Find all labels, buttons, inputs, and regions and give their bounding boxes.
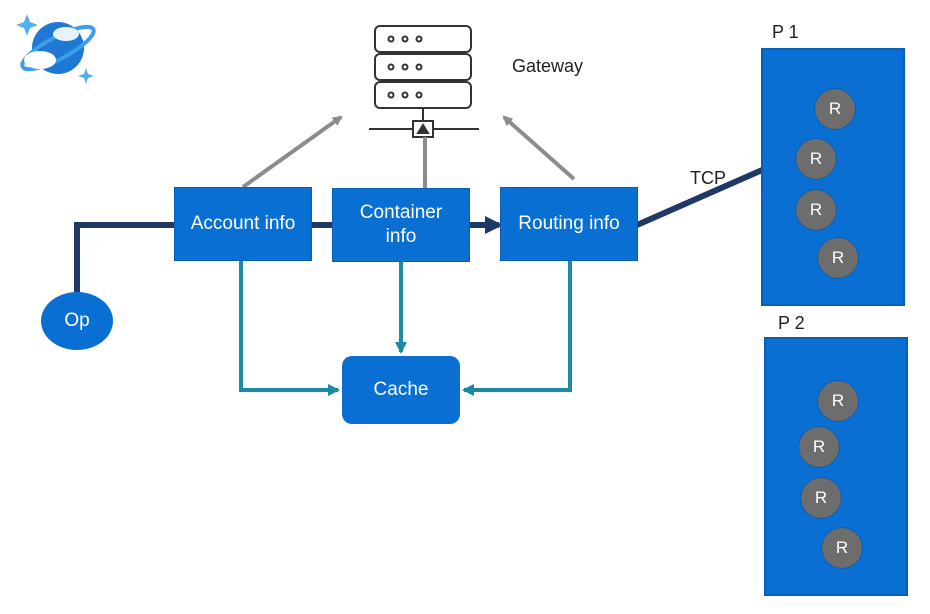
cache-box: Cache	[342, 356, 460, 424]
op-node: Op	[41, 292, 113, 350]
tcp-label: TCP	[690, 168, 726, 188]
partition-1-box: R R R R	[761, 48, 905, 306]
op-node-label: Op	[64, 310, 90, 331]
partition-2-replica: R	[799, 427, 839, 467]
cosmos-db-planet-icon	[16, 14, 96, 84]
routing-to-gateway-arrow	[502, 115, 576, 181]
server-rack-icon	[369, 25, 479, 138]
account-info-label: Account info	[190, 213, 296, 234]
op-to-account-path	[74, 222, 175, 292]
partition-2-replica: R	[818, 381, 858, 421]
account-to-cache-arrow	[239, 260, 340, 396]
partition-2-label: P 2	[778, 313, 805, 333]
container-info-label-line1: Container	[359, 202, 443, 223]
routing-to-cache-arrow	[462, 260, 572, 396]
partition-1-replica: R	[796, 139, 836, 179]
partition-2-replica: R	[822, 528, 862, 568]
cache-label: Cache	[373, 379, 429, 400]
account-info-box: Account info	[174, 187, 312, 261]
partition-2-replica: R	[801, 478, 841, 518]
partition-2-box: R R R R	[764, 337, 908, 596]
container-info-box: Container info	[332, 188, 470, 262]
gateway-label: Gateway	[512, 56, 584, 76]
partition-1-label: P 1	[772, 22, 799, 42]
account-to-gateway-arrow	[241, 115, 343, 189]
partition-1-replica: R	[815, 89, 855, 129]
partition-1-replica: R	[818, 238, 858, 278]
routing-info-label: Routing info	[518, 213, 620, 234]
container-info-label-line2: info	[385, 226, 417, 247]
routing-info-box: Routing info	[500, 187, 638, 261]
partition-1-replica: R	[796, 190, 836, 230]
